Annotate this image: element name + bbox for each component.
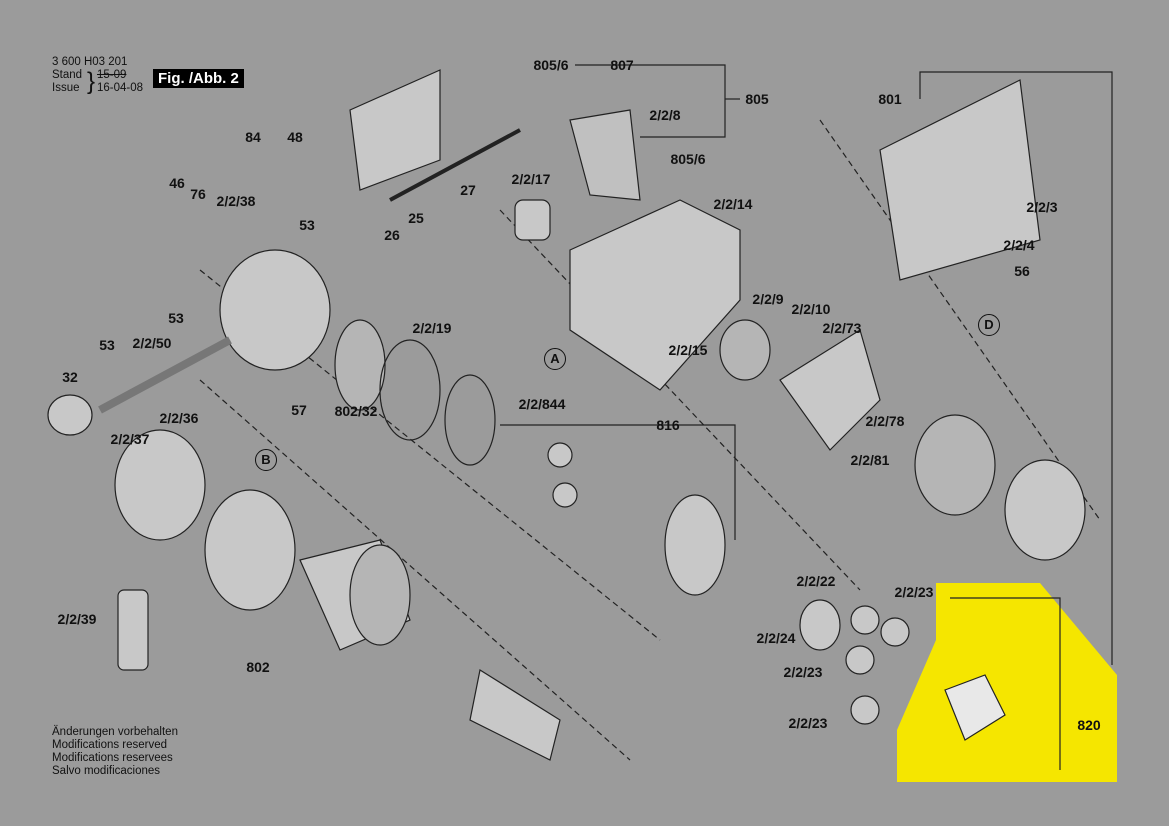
part-label: 2/2/38: [216, 193, 256, 209]
part-label: 2/2/23: [894, 584, 934, 600]
part-label: 32: [62, 369, 78, 385]
part-label: 802: [246, 659, 270, 675]
part-label: 2/2/844: [518, 396, 566, 412]
part-label: 53: [299, 217, 315, 233]
part-label: 2/2/8: [649, 107, 681, 123]
part-label: 807: [610, 57, 634, 73]
highlight-area-820: [897, 583, 1117, 782]
note: Modifications reserved: [52, 739, 168, 751]
brace: }: [87, 68, 96, 95]
part-label: 46: [169, 175, 185, 191]
part-label: 805/6: [670, 151, 706, 167]
part-label: 48: [287, 129, 303, 145]
part-label: 816: [656, 417, 680, 433]
part-label: 56: [1014, 263, 1030, 279]
part-label: 27: [460, 182, 476, 198]
part-label: 2/2/23: [783, 664, 823, 680]
part-label: 805/6: [533, 57, 569, 73]
part-label: 2/2/19: [412, 320, 452, 336]
stand-label: Stand: [52, 69, 83, 81]
issue-value: 16-04-08: [97, 82, 144, 94]
part-label: 76: [190, 186, 206, 202]
part-label: 57: [291, 402, 307, 418]
part-label: 2/2/81: [850, 452, 890, 468]
figure-label: Fig. /Abb. 2: [153, 69, 244, 88]
part-label: 2/2/14: [713, 196, 753, 212]
marker-b: B: [255, 449, 277, 471]
part-label: 820: [1077, 717, 1101, 733]
part-label: 801: [878, 91, 902, 107]
marker-d: D: [978, 314, 1000, 336]
part-label: 2/2/78: [865, 413, 905, 429]
part-label: 2/2/9: [752, 291, 784, 307]
part-label: 2/2/17: [511, 171, 551, 187]
part-label: 53: [99, 337, 115, 353]
part-label: 2/2/50: [132, 335, 172, 351]
part-label: 84: [245, 129, 261, 145]
stand-value: 15-09: [97, 69, 127, 81]
part-label: 2/2/22: [796, 573, 836, 589]
part-label: 2/2/24: [756, 630, 796, 646]
part-label: 2/2/3: [1026, 199, 1058, 215]
part-label: 2/2/23: [788, 715, 828, 731]
part-label: 2/2/37: [110, 431, 150, 447]
part-label: 2/2/4: [1003, 237, 1035, 253]
marker-a: A: [544, 348, 566, 370]
issue-label: Issue: [52, 82, 80, 94]
part-label: 2/2/39: [57, 611, 97, 627]
part-label: 2/2/10: [791, 301, 831, 317]
part-label: 2/2/15: [668, 342, 708, 358]
part-number: 3 600 H03 201: [52, 56, 128, 68]
part-label: 25: [408, 210, 424, 226]
part-label: 2/2/73: [822, 320, 862, 336]
part-label: 26: [384, 227, 400, 243]
note: Salvo modificaciones: [52, 765, 161, 777]
part-label: 53: [168, 310, 184, 326]
note: Modifications reservees: [52, 752, 173, 764]
notes: Änderungen vorbehalten Modifications res…: [52, 726, 178, 778]
part-label: 805: [745, 91, 769, 107]
note: Änderungen vorbehalten: [52, 726, 178, 738]
part-label: 2/2/36: [159, 410, 199, 426]
part-label: 802/32: [334, 403, 378, 419]
